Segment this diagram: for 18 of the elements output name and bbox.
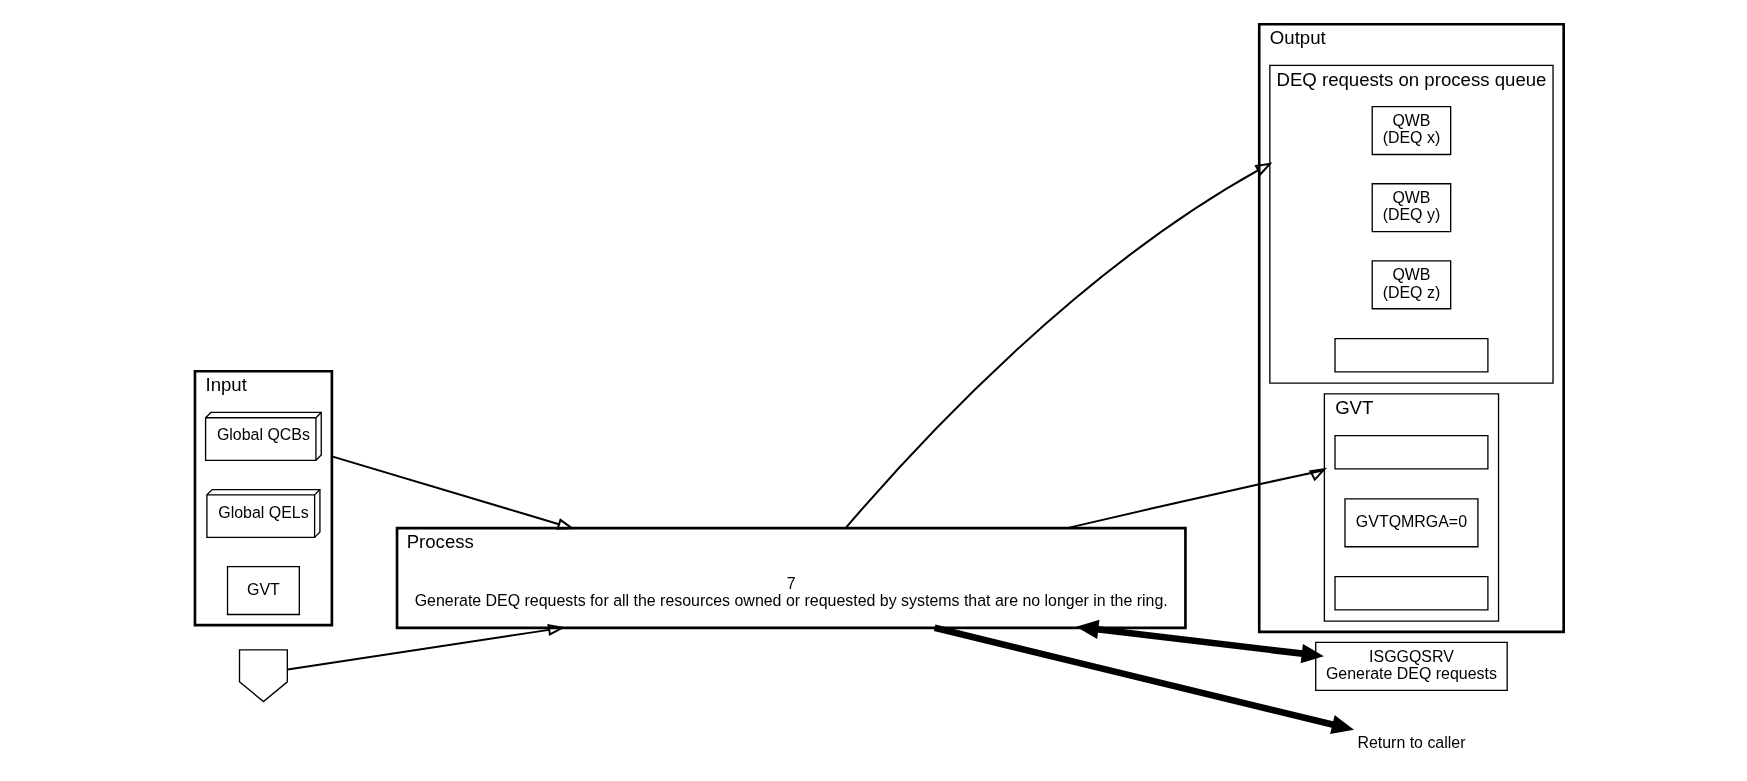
- arrow: [844, 162, 1272, 530]
- arrow: [1065, 467, 1327, 530]
- node-box: [1333, 575, 1489, 611]
- node-box: QWB (DEQ x): [1371, 106, 1451, 156]
- node-box: GVT: [226, 566, 300, 616]
- node-pentagon: [238, 649, 288, 703]
- node-box: [1333, 338, 1489, 373]
- node-box: ISGGQSRV Generate DEQ requests: [1314, 641, 1508, 691]
- arrow: [330, 455, 575, 530]
- arrow: [933, 624, 1354, 735]
- node-text: 7 Generate DEQ requests for all the resources owned or requested by systems that are no longer in the ring.: [414, 574, 1168, 610]
- node-box: QWB (DEQ y): [1371, 183, 1451, 233]
- node-text: Return to caller: [1356, 733, 1465, 751]
- arrow: [1075, 619, 1324, 664]
- node-box: QWB (DEQ z): [1371, 260, 1451, 310]
- arrow: [286, 623, 565, 671]
- node-box: GVTQMRGA=0: [1343, 498, 1479, 548]
- node-box: [1333, 435, 1489, 470]
